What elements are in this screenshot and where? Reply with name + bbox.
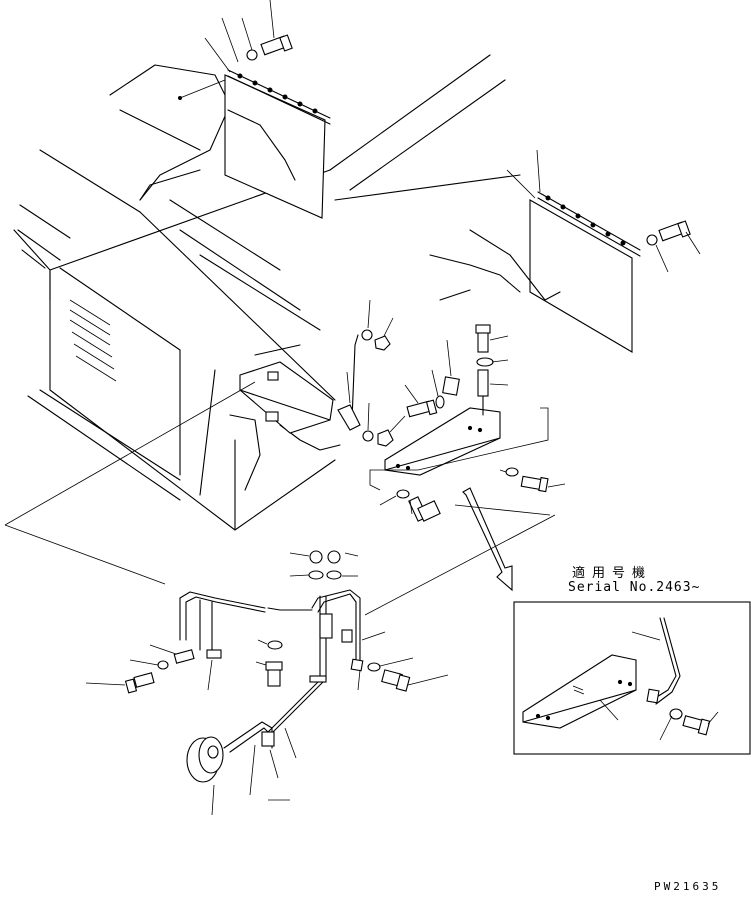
- bolt-icon: [475, 324, 509, 353]
- bracket-plate: [384, 407, 501, 476]
- bolt-icon: [379, 489, 441, 522]
- bolt-icon: [357, 631, 449, 692]
- bolt-icon: [85, 644, 222, 694]
- serial-number-label: Serial No.2463~: [568, 580, 701, 595]
- drawing-number: PW21635: [654, 880, 722, 893]
- mud-flap-left: [178, 69, 331, 219]
- bolt-icon: [404, 384, 438, 418]
- inset-box: [513, 601, 751, 755]
- link-icon: [337, 371, 361, 431]
- t-fitting-icon: [477, 369, 509, 416]
- nut-icon: [361, 299, 394, 351]
- horn-icon: [186, 721, 297, 816]
- washer-icon: [431, 369, 445, 409]
- nut-icon: [362, 402, 406, 447]
- bolt-icon: [646, 220, 701, 273]
- vent-mark: [572, 685, 585, 695]
- flap-rail-bolts-left: [237, 73, 318, 114]
- vent-louvers: [69, 299, 117, 382]
- bolt-icon: [255, 639, 283, 687]
- bracket-left: [239, 344, 334, 434]
- pipe-assembly: [179, 589, 364, 736]
- flap-rail-bolts-right: [545, 195, 626, 246]
- machine-body: [13, 54, 521, 531]
- bolt-icon: [499, 467, 566, 493]
- mud-flap-right: [429, 149, 641, 353]
- applicable-label: 適用号機: [572, 566, 653, 581]
- nut-icon: [289, 550, 359, 580]
- washer-icon: [476, 357, 509, 367]
- bolt-icon: [204, 0, 293, 73]
- arrow-icon: [462, 487, 513, 592]
- clamp-icon: [442, 339, 460, 396]
